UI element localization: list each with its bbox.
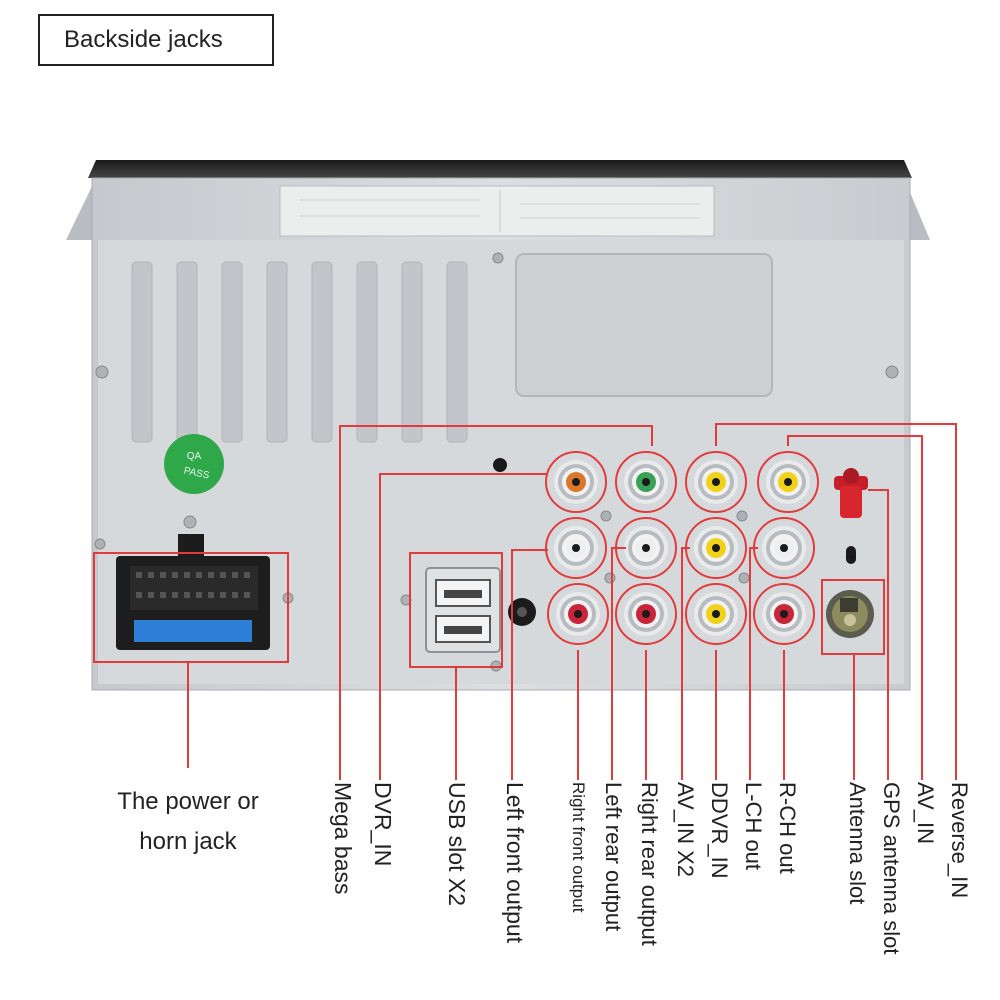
label-av-in: AV_IN <box>913 782 938 844</box>
rca-jack-right-front <box>556 592 600 636</box>
vent-slots <box>131 261 468 443</box>
highlight-ring <box>685 517 747 579</box>
leader-av-in <box>787 435 923 780</box>
leader-mega-bass <box>339 425 653 780</box>
label-left-front-output: Left front output <box>502 782 528 944</box>
rca-jack-left-front <box>554 526 598 570</box>
mic-hole <box>493 458 507 472</box>
power-harness-connector <box>116 534 270 650</box>
radio-antenna-connector <box>826 590 874 638</box>
screw-icon <box>492 252 504 264</box>
screw-icon <box>736 510 748 522</box>
power-horn-jack-label: The power or horn jack <box>78 782 298 862</box>
gps-antenna-connector <box>834 468 868 518</box>
label-dvr-in: DVR_IN <box>370 782 396 867</box>
leader-av-in-x2 <box>681 547 690 780</box>
label-gps-antenna-slot: GPS antenna slot <box>879 782 904 955</box>
title-box: Backside jacks <box>38 14 274 66</box>
rca-jack-mega-bass <box>554 460 598 504</box>
rca-jack-ddvr-in <box>694 592 738 636</box>
rca-jack-l-ch <box>762 526 806 570</box>
rca-jack-reverse-in <box>694 460 738 504</box>
leader-gps <box>868 489 889 780</box>
highlight-ring <box>545 517 607 579</box>
label-ddvr-in: DDVR_IN <box>707 782 732 879</box>
screw-icon <box>885 365 899 379</box>
highlight-ring <box>753 517 815 579</box>
highlight-ring <box>545 451 607 513</box>
label-usb-slot: USB slot X2 <box>444 782 470 906</box>
rca-jack-left-rear <box>624 526 668 570</box>
screw-icon <box>600 510 612 522</box>
label-reverse-in: Reverse_IN <box>947 782 972 899</box>
screw-icon <box>94 538 106 550</box>
usb-slots <box>425 567 501 653</box>
spec-label <box>279 185 715 237</box>
label-antenna-slot: Antenna slot <box>845 782 870 905</box>
embossed-panel <box>515 253 773 397</box>
label-right-front-output: Right front output <box>569 782 588 913</box>
screw-icon <box>604 572 616 584</box>
screw-icon <box>95 365 109 379</box>
leader-l-ch <box>749 547 758 780</box>
rca-jack-dvr-video <box>624 460 668 504</box>
qa-pass-sticker: QA PASS <box>164 434 224 494</box>
screw-icon <box>738 572 750 584</box>
sticker-line1: QA <box>187 451 202 462</box>
highlight-ring <box>685 583 747 645</box>
label-mega-bass: Mega bass <box>330 782 356 895</box>
rca-jack-r-ch <box>762 592 806 636</box>
screw-icon <box>183 515 197 529</box>
sticker-line2: PASS <box>183 465 211 481</box>
leader-lines <box>93 423 957 780</box>
rca-jacks <box>554 460 810 636</box>
label-right-rear-output: Right rear output <box>637 782 662 946</box>
power-label-line2: horn jack <box>139 828 237 855</box>
label-left-rear-output: Left rear output <box>601 782 626 932</box>
label-av-in-x2: AV_IN X2 <box>673 782 698 877</box>
page-title: Backside jacks <box>64 26 223 53</box>
highlight-ring <box>615 583 677 645</box>
leader-left-front <box>511 549 548 780</box>
highlight-ring <box>547 583 609 645</box>
highlight-ring <box>615 451 677 513</box>
rca-jack-av-in-x2 <box>694 526 738 570</box>
leader-reverse-in <box>715 423 957 780</box>
small-slot <box>846 546 856 564</box>
leader-left-rear <box>611 547 626 780</box>
highlight-ring <box>753 583 815 645</box>
rca-jack-right-rear <box>624 592 668 636</box>
label-r-ch-out: R-CH out <box>775 782 800 874</box>
highlight-ring <box>615 517 677 579</box>
label-l-ch-out: L-CH out <box>741 782 766 871</box>
highlight-ring <box>685 451 747 513</box>
rca-jack-av-in <box>766 460 810 504</box>
leader-power-box <box>93 552 289 663</box>
highlight-ring <box>757 451 819 513</box>
jack-highlight-rings <box>545 451 819 645</box>
leader-dvr-in <box>379 473 548 780</box>
power-label-line1: The power or <box>117 788 259 815</box>
